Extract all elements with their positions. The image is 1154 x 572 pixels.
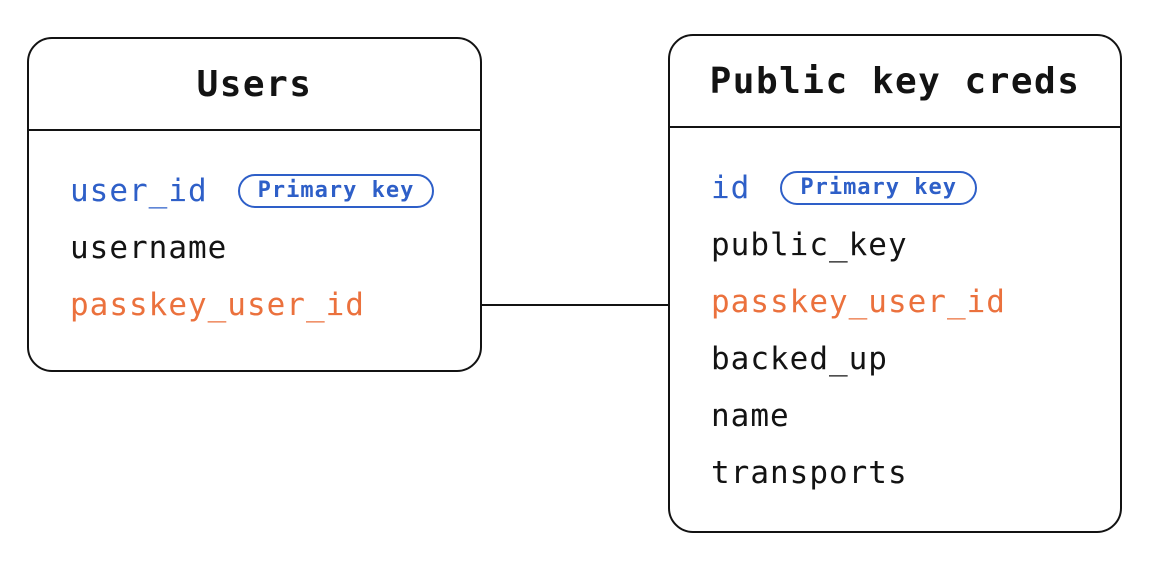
table-public-key-creds-header: Public key creds (670, 36, 1120, 128)
field-name: passkey_user_id (711, 283, 1006, 320)
field-row: user_id Primary key (70, 162, 460, 219)
field-row: passkey_user_id (711, 273, 1100, 330)
table-public-key-creds-body: id Primary key public_key passkey_user_i… (670, 128, 1120, 501)
table-public-key-creds: Public key creds id Primary key public_k… (668, 34, 1122, 533)
relationship-connector (482, 304, 668, 306)
field-row: backed_up (711, 330, 1100, 387)
field-row: id Primary key (711, 159, 1100, 216)
table-users: Users user_id Primary key username passk… (27, 37, 482, 372)
primary-key-badge: Primary key (780, 170, 978, 205)
field-name: user_id (70, 172, 208, 209)
field-row: public_key (711, 216, 1100, 273)
field-row: transports (711, 444, 1100, 501)
field-name: name (711, 397, 790, 434)
field-name: username (70, 229, 228, 266)
field-row: username (70, 219, 460, 276)
field-name: transports (711, 454, 908, 491)
field-row: name (711, 387, 1100, 444)
field-row: passkey_user_id (70, 276, 460, 333)
table-title: Users (196, 63, 313, 105)
table-users-body: user_id Primary key username passkey_use… (29, 131, 480, 333)
table-users-header: Users (29, 39, 480, 131)
field-name: backed_up (711, 340, 888, 377)
field-name: passkey_user_id (70, 286, 365, 323)
primary-key-badge: Primary key (237, 173, 435, 208)
field-name: id (711, 169, 751, 206)
table-title: Public key creds (709, 60, 1081, 102)
field-name: public_key (711, 226, 908, 263)
